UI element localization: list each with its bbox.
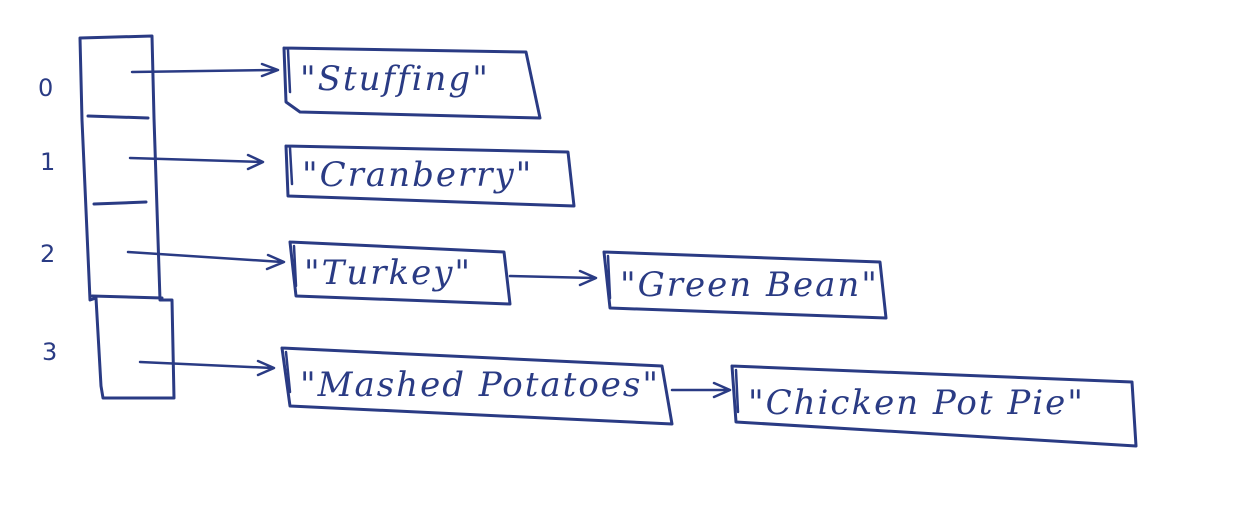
index-label-0: 0 <box>38 74 53 102</box>
index-label-2: 2 <box>40 240 55 268</box>
node-stuffing: "Stuffing" <box>282 46 542 120</box>
node-box <box>280 346 674 426</box>
node-label: "Turkey" <box>304 253 472 293</box>
node-label: "Cranberry" <box>302 155 533 195</box>
node-box <box>282 46 542 120</box>
node-chicken-pot-pie: "Chicken Pot Pie" <box>730 364 1138 448</box>
node-label: "Stuffing" <box>300 59 490 99</box>
index-label-3: 3 <box>42 338 57 366</box>
node-green-bean: "Green Bean" <box>602 250 888 320</box>
bucket-divider-2 <box>90 294 164 300</box>
node-turkey: "Turkey" <box>288 240 512 306</box>
node-box-edge <box>288 146 294 186</box>
arrow-bucket-3 <box>138 359 276 377</box>
node-label: "Chicken Pot Pie" <box>748 383 1085 423</box>
node-box-edge <box>284 350 292 394</box>
node-box <box>730 364 1138 448</box>
node-label: "Green Bean" <box>620 265 879 305</box>
node-label: "Mashed Potatoes" <box>300 365 660 405</box>
bucket-divider-1 <box>92 200 148 206</box>
node-box <box>602 250 888 320</box>
node-box-edge <box>606 254 612 300</box>
node-box-edge <box>292 244 298 288</box>
bucket-array-outline <box>78 34 176 400</box>
arrow-bucket-2 <box>126 250 286 271</box>
node-cranberry: "Cranberry" <box>284 144 576 208</box>
bucket-divider-0 <box>86 114 150 120</box>
arrow-bucket-0 <box>130 62 280 78</box>
node-box-edge <box>286 48 292 94</box>
node-box <box>288 240 512 306</box>
arrow-bucket-1 <box>128 153 265 171</box>
node-box-edge <box>734 368 740 414</box>
index-label-1: 1 <box>40 148 55 176</box>
node-box <box>284 144 576 208</box>
bucket-arrows <box>126 62 286 377</box>
arrow-turkey-to-green-bean <box>508 269 598 287</box>
node-mashed-potatoes: "Mashed Potatoes" <box>280 346 674 426</box>
bucket-array <box>78 34 176 400</box>
arrow-mashed-potatoes-to-chicken-pot-pie <box>670 381 732 399</box>
